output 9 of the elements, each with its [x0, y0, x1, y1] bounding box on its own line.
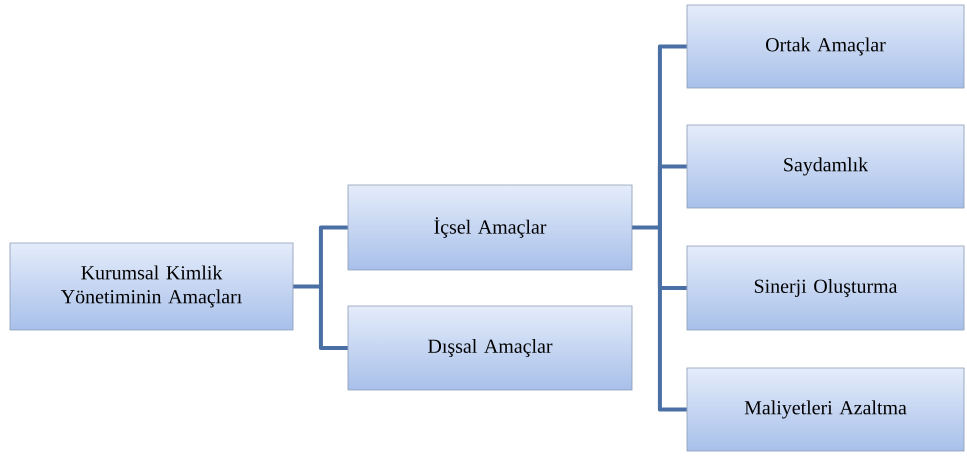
- connector-line: [293, 284, 348, 350]
- goal-box: Ortak Amaçlar: [686, 4, 964, 88]
- goal-box: Kurumsal Kimlik Yönetiminin Amaçları: [10, 242, 294, 330]
- goal-box: Dışsal Amaçlar: [348, 306, 632, 390]
- connector-line: [632, 225, 687, 412]
- goal-box: Maliyetleri Azaltma: [686, 368, 964, 452]
- goal-box: Saydamlık: [686, 124, 964, 208]
- goal-box: Sinerji Oluşturma: [686, 246, 964, 330]
- goal-box: İçsel Amaçlar: [348, 184, 632, 270]
